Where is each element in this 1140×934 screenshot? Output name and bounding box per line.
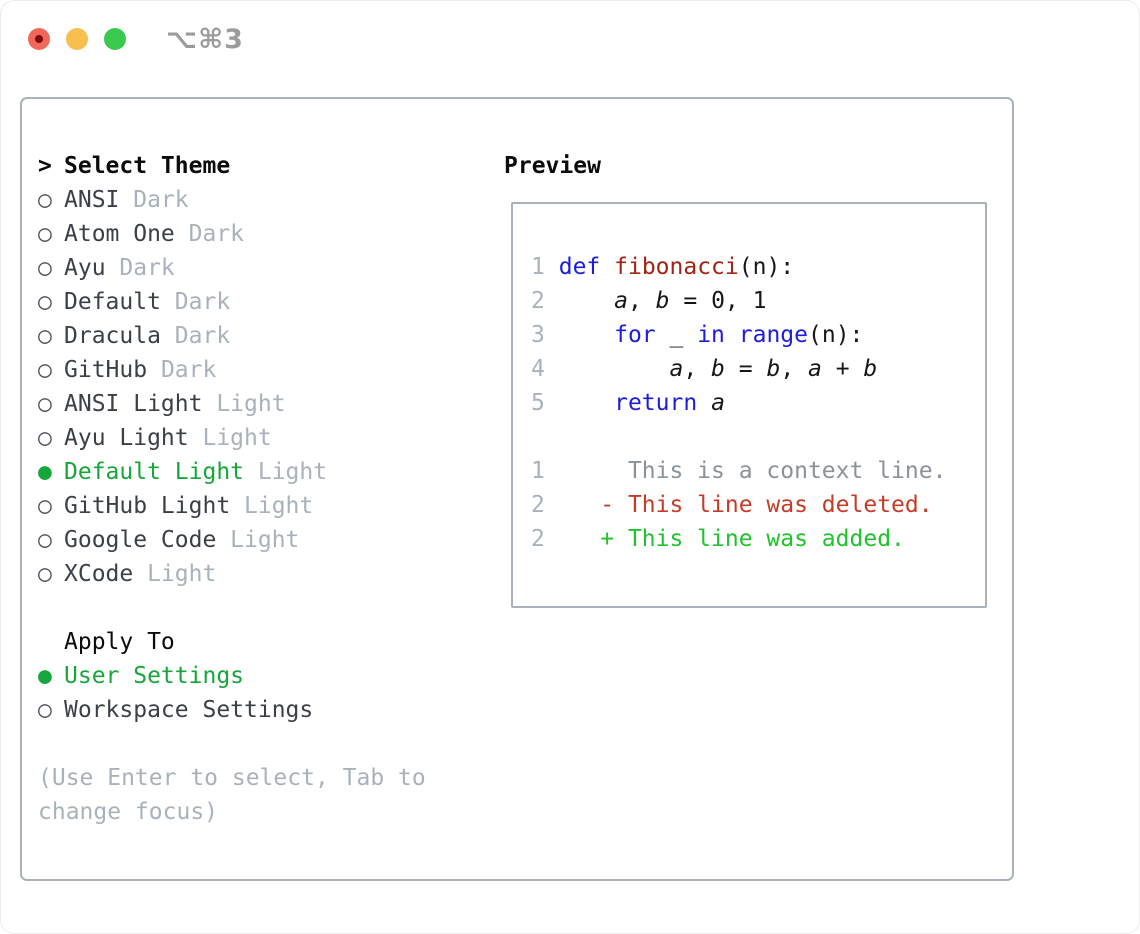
theme-variant: Light [244, 493, 314, 519]
theme-option-atom-one-dark[interactable]: ○ Atom One Dark [38, 217, 426, 251]
theme-option-ansi-light[interactable]: ○ ANSI Light Light [38, 387, 426, 421]
theme-name: ANSI Light [64, 391, 203, 417]
diff-added-line: 2 + This line was added. [531, 526, 905, 552]
theme-name: Default [64, 289, 161, 315]
close-button[interactable] [28, 28, 50, 50]
theme-variant: Light [216, 391, 286, 417]
preview-title: Preview [504, 153, 601, 179]
close-dot-icon [35, 35, 43, 43]
theme-variant: Dark [133, 187, 189, 213]
titlebar: ⌥⌘3 [28, 24, 244, 55]
theme-variant: Dark [188, 221, 245, 247]
select-theme-title: Select Theme [64, 153, 231, 179]
theme-option-ayu-dark[interactable]: ○ Ayu Dark [38, 251, 426, 285]
zoom-button[interactable] [104, 28, 126, 50]
theme-option-default-light[interactable]: ● Default Light Light [38, 455, 426, 489]
line-number: 4 [531, 356, 545, 382]
diff-deleted-line: 2 - This line was deleted. [531, 492, 933, 518]
hint-line-1: (Use Enter to select, Tab to [38, 765, 426, 791]
theme-name: ANSI [64, 187, 120, 213]
theme-name: GitHub Light [64, 493, 231, 519]
theme-option-github-dark[interactable]: ○ GitHub Dark [38, 353, 426, 387]
line-number: 2 [531, 288, 545, 314]
theme-option-github-light[interactable]: ○ GitHub Light Light [38, 489, 426, 523]
line-number: 1 [531, 254, 545, 280]
radio-icon: ○ [38, 493, 52, 519]
theme-option-ayu-light[interactable]: ○ Ayu Light Light [38, 421, 426, 455]
radio-icon: ○ [38, 561, 52, 587]
line-number: 2 [531, 526, 545, 552]
theme-variant: Light [147, 561, 217, 587]
radio-icon: ○ [38, 323, 52, 349]
theme-variant: Dark [160, 357, 217, 383]
radio-icon: ○ [38, 391, 52, 417]
apply-option-workspace-settings[interactable]: ○ Workspace Settings [38, 693, 426, 727]
theme-name: Dracula [64, 323, 161, 349]
radio-icon: ○ [38, 221, 52, 247]
theme-option-default-dark[interactable]: ○ Default Dark [38, 285, 426, 319]
minimize-button[interactable] [66, 28, 88, 50]
radio-icon: ○ [38, 697, 52, 723]
theme-name: Ayu Light [64, 425, 189, 451]
radio-icon: ○ [38, 425, 52, 451]
preview-box: 1 def fibonacci(n): 2 a, b = 0, 1 3 for … [511, 202, 987, 608]
theme-variant: Light [202, 425, 272, 451]
hint-line-2: change focus) [38, 799, 219, 825]
theme-name: Ayu [64, 255, 106, 281]
radio-icon: ○ [38, 357, 52, 383]
theme-name: XCode [64, 561, 134, 587]
code-line-5: 5 return a [531, 390, 725, 416]
diff-context-line: 1 This is a context line. [531, 458, 947, 484]
theme-variant: Dark [119, 255, 175, 281]
apply-option-user-settings[interactable]: ● User Settings [38, 659, 426, 693]
theme-option-ansi-dark[interactable]: ○ ANSI Dark [38, 183, 426, 217]
cursor-icon: > [38, 153, 52, 179]
apply-to-title: Apply To [64, 629, 175, 655]
theme-variant: Dark [174, 289, 231, 315]
select-theme-header: > Select Theme [38, 149, 426, 183]
theme-name: Default Light [64, 459, 245, 485]
theme-option-xcode-light[interactable]: ○ XCode Light [38, 557, 426, 591]
line-number: 3 [531, 322, 545, 348]
line-number: 5 [531, 390, 545, 416]
code-preview: 1 def fibonacci(n): 2 a, b = 0, 1 3 for … [531, 250, 946, 556]
theme-name: GitHub [64, 357, 148, 383]
theme-option-google-code-light[interactable]: ○ Google Code Light [38, 523, 426, 557]
apply-option-label: User Settings [64, 663, 245, 689]
theme-variant: Dark [174, 323, 231, 349]
keyboard-shortcut-label: ⌥⌘3 [166, 23, 244, 55]
code-line-4: 4 a, b = b, a + b [531, 356, 878, 382]
blank-line [531, 420, 946, 454]
spacer [38, 591, 426, 625]
code-line-1: 1 def fibonacci(n): [531, 254, 795, 280]
radio-selected-icon: ● [38, 663, 52, 689]
theme-variant: Light [257, 459, 328, 485]
line-number: 1 [531, 458, 545, 484]
theme-option-dracula-dark[interactable]: ○ Dracula Dark [38, 319, 426, 353]
line-number: 2 [531, 492, 545, 518]
radio-icon: ○ [38, 289, 52, 315]
theme-name: Atom One [64, 221, 175, 247]
radio-selected-icon: ● [38, 459, 52, 485]
radio-icon: ○ [38, 255, 52, 281]
spacer [38, 727, 426, 761]
radio-icon: ○ [38, 527, 52, 553]
theme-variant: Light [230, 527, 300, 553]
radio-icon: ○ [38, 187, 52, 213]
apply-to-header: Apply To [38, 625, 426, 659]
code-line-3: 3 for _ in range(n): [531, 322, 864, 348]
theme-name: Google Code [64, 527, 217, 553]
code-line-2: 2 a, b = 0, 1 [531, 288, 767, 314]
apply-option-label: Workspace Settings [64, 697, 314, 723]
